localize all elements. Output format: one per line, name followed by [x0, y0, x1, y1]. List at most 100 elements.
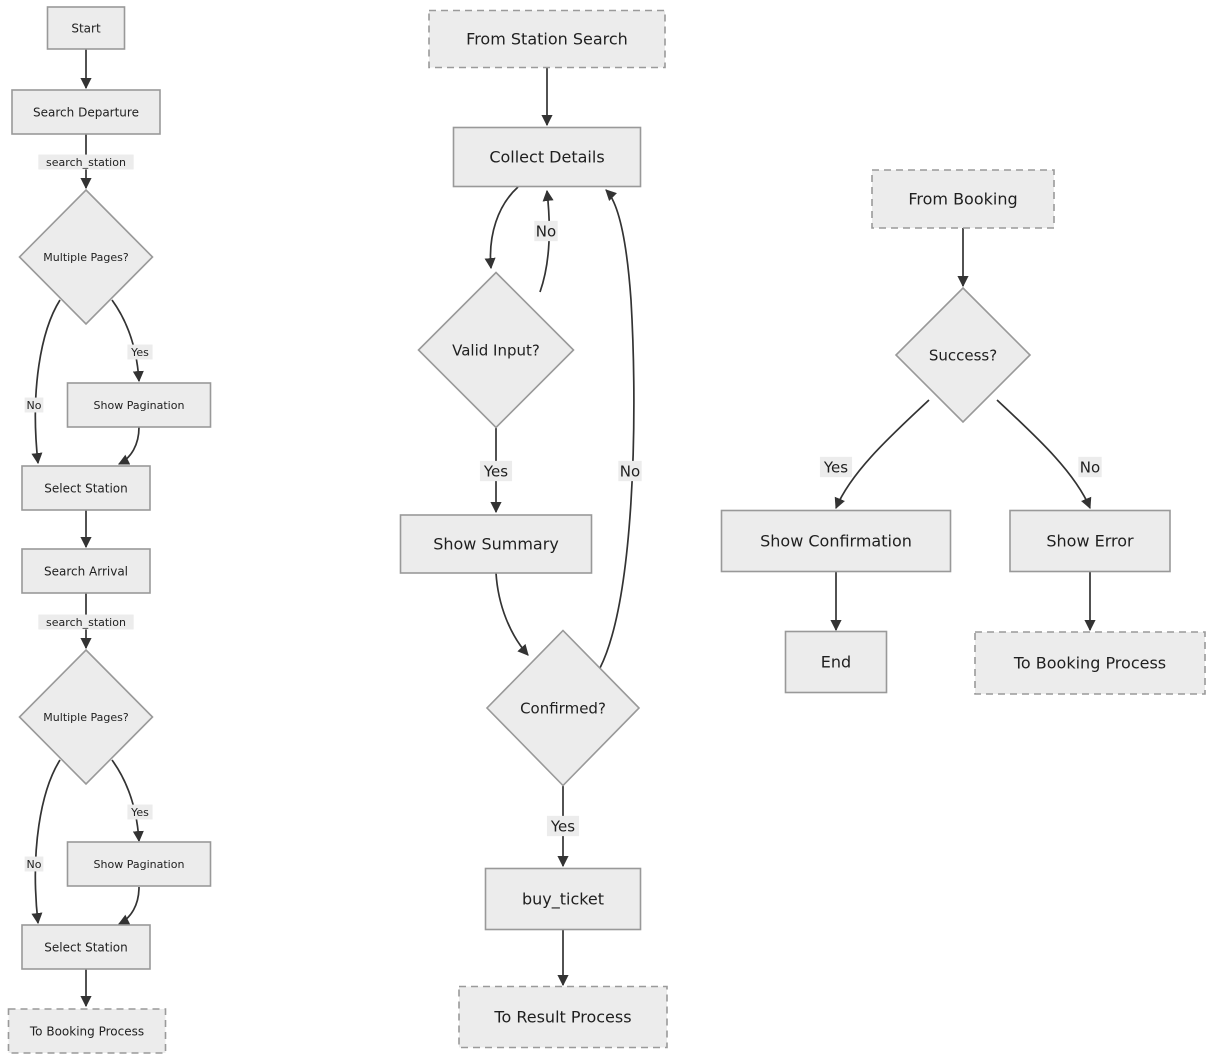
edge-label-text: No [620, 463, 640, 481]
edge-label-background [534, 220, 558, 242]
node-label-buy-ticket: buy_ticket [522, 890, 604, 910]
node-label-show-confirmation: Show Confirmation [760, 532, 912, 551]
node-shape-diamond [18, 188, 154, 326]
node-label-from-station: From Station Search [466, 30, 628, 49]
edge-label-e14: No [534, 220, 558, 242]
node-shape-rect [399, 514, 593, 574]
node-to-booking-2[interactable]: To Booking Process [974, 631, 1206, 695]
edge-label-e17: No [618, 460, 642, 482]
node-show-pagination-2[interactable]: Show Pagination [66, 841, 212, 887]
edge-label-e7: search_station [38, 614, 134, 630]
edge-label-text: Yes [483, 463, 508, 481]
edge-label-e9: No [24, 856, 44, 872]
edge-label-e3: Yes [127, 344, 153, 360]
node-label-search-departure: Search Departure [33, 106, 139, 120]
node-label-collect-details: Collect Details [489, 148, 604, 167]
node-buy-ticket[interactable]: buy_ticket [484, 867, 642, 931]
node-label-multi-pages-1: Multiple Pages? [43, 251, 129, 264]
node-label-confirmed: Confirmed? [520, 700, 606, 718]
node-label-valid-input: Valid Input? [452, 342, 540, 360]
edge-label-e15: Yes [479, 460, 513, 482]
node-label-select-station-1: Select Station [44, 482, 128, 496]
node-shape-rect [66, 382, 212, 428]
edge-label-background [546, 815, 580, 837]
node-label-show-pagination-1: Show Pagination [94, 399, 185, 412]
edge-label-background [38, 614, 134, 630]
node-show-summary[interactable]: Show Summary [399, 514, 593, 574]
edge-label-text: search_station [46, 616, 126, 629]
edge-label-e2: search_station [38, 154, 134, 170]
node-select-station-1[interactable]: Select Station [21, 465, 151, 511]
node-shape-rect [871, 169, 1055, 229]
edge-label-background [127, 344, 153, 360]
node-label-select-station-2: Select Station [44, 941, 128, 955]
edge-collect-details-to-valid-input [484, 186, 519, 270]
edge-label-text: Yes [823, 459, 848, 477]
edge-label-text: No [27, 858, 42, 871]
edge-label-e8: Yes [127, 804, 153, 820]
edge-label-e22: No [1078, 456, 1102, 478]
node-to-result[interactable]: To Result Process [458, 985, 668, 1049]
node-confirmed[interactable]: Confirmed? [485, 629, 641, 787]
node-search-arrival[interactable]: Search Arrival [21, 548, 151, 594]
edge-labels-layer: search_stationYesNosearch_stationYesNoNo… [24, 154, 1102, 872]
edge-multi-pages-1-to-show-pagination-1 [111, 299, 144, 383]
node-label-to-result: To Result Process [493, 1008, 631, 1027]
edge-label-text: Yes [550, 818, 575, 836]
node-show-confirmation[interactable]: Show Confirmation [720, 509, 952, 573]
edge-label-text: No [27, 399, 42, 412]
edge-label-background [38, 154, 134, 170]
node-show-error[interactable]: Show Error [1009, 509, 1171, 573]
node-end[interactable]: End [784, 630, 888, 694]
node-shape-rect [21, 924, 151, 970]
node-collect-details[interactable]: Collect Details [452, 126, 642, 188]
node-shape-rect [484, 867, 642, 931]
node-shape-rect [974, 631, 1206, 695]
node-shape-rect [21, 548, 151, 594]
node-shape-diamond [894, 286, 1032, 424]
node-multi-pages-2[interactable]: Multiple Pages? [18, 648, 154, 786]
node-valid-input[interactable]: Valid Input? [417, 271, 575, 429]
edge-show-pagination-1-to-select-station-1 [118, 426, 140, 465]
node-shape-rect [11, 89, 161, 135]
node-start[interactable]: Start [46, 6, 126, 50]
edge-label-background [618, 460, 642, 482]
node-to-booking-1[interactable]: To Booking Process [7, 1008, 167, 1054]
node-search-departure[interactable]: Search Departure [11, 89, 161, 135]
edge-label-background [24, 397, 44, 413]
node-select-station-2[interactable]: Select Station [21, 924, 151, 970]
edge-valid-input-to-collect-details [539, 189, 554, 293]
edge-label-text: search_station [46, 156, 126, 169]
edge-label-background [24, 856, 44, 872]
edge-label-text: Yes [130, 806, 149, 819]
edge-label-background [479, 460, 513, 482]
node-from-station[interactable]: From Station Search [428, 9, 666, 69]
node-multi-pages-1[interactable]: Multiple Pages? [18, 188, 154, 326]
edge-label-text: Yes [130, 346, 149, 359]
node-shape-rect [458, 985, 668, 1049]
edge-label-text: No [536, 223, 556, 241]
node-show-pagination-1[interactable]: Show Pagination [66, 382, 212, 428]
node-shape-rect [21, 465, 151, 511]
node-shape-rect [66, 841, 212, 887]
node-shape-rect [720, 509, 952, 573]
edge-multi-pages-2-to-show-pagination-2 [111, 759, 144, 843]
edge-label-background [1078, 456, 1102, 478]
node-label-to-booking-2: To Booking Process [1013, 654, 1166, 673]
edge-success-to-show-error [996, 399, 1092, 510]
node-label-start: Start [71, 22, 101, 36]
edge-show-summary-to-confirmed [495, 572, 529, 656]
node-from-booking[interactable]: From Booking [871, 169, 1055, 229]
node-shape-rect [7, 1008, 167, 1054]
edge-multi-pages-2-to-select-station-2 [31, 759, 61, 925]
edge-multi-pages-1-to-select-station-1 [31, 299, 61, 465]
node-label-show-error: Show Error [1046, 532, 1134, 551]
node-success[interactable]: Success? [894, 286, 1032, 424]
node-shape-rect [428, 9, 666, 69]
edge-label-text: No [1080, 459, 1100, 477]
node-label-to-booking-1: To Booking Process [29, 1025, 144, 1039]
edge-label-e18: Yes [546, 815, 580, 837]
node-label-from-booking: From Booking [908, 190, 1017, 209]
